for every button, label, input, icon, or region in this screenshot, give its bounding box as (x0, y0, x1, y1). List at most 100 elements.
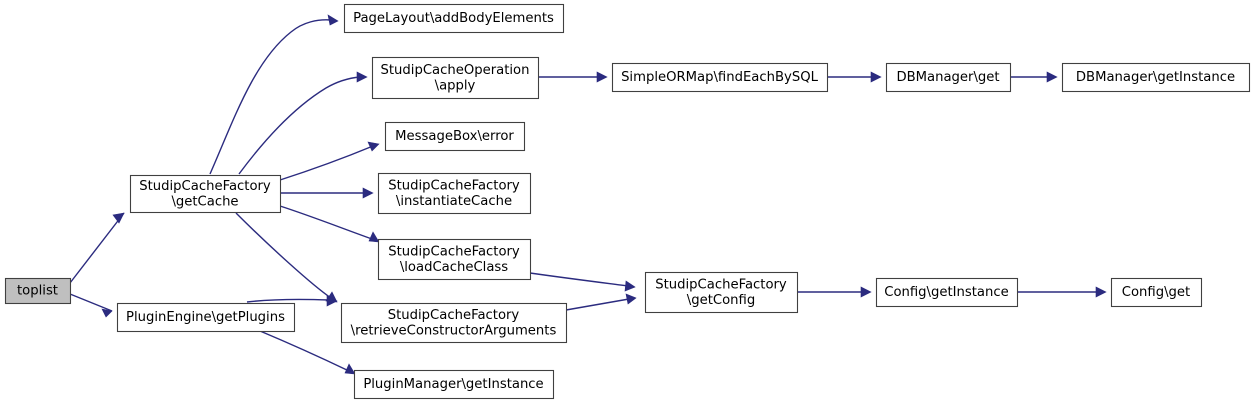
edge-loadCacheClass-getConfig (529, 272, 636, 292)
edge-line (529, 272, 629, 287)
arrowhead-icon (101, 308, 113, 318)
edge-getCache-addBodyElements (209, 14, 339, 175)
node-messageBoxError[interactable]: MessageBox\errorMessageBox\error (384, 121, 526, 152)
node-box[interactable] (377, 172, 532, 215)
node-label: \instantiateCache (396, 194, 512, 209)
edge-line (279, 145, 374, 181)
node-label: \getCache (171, 194, 238, 209)
arrowhead-icon (356, 71, 368, 83)
edge-line (259, 330, 350, 372)
edge-getCache-messageBoxError (279, 141, 380, 181)
node-dbManagerGet[interactable]: DBManager\getDBManager\get (885, 62, 1012, 93)
node-box[interactable] (340, 302, 568, 344)
edge-layer (69, 14, 1107, 375)
node-label: \loadCacheClass (400, 260, 508, 275)
node-label: StudipCacheFactory (388, 244, 520, 259)
edge-line (246, 298, 331, 303)
node-label: Config\getInstance (884, 285, 1009, 300)
node-label: toplist (17, 284, 58, 299)
node-label: DBManager\getInstance (1076, 70, 1235, 85)
node-addBodyElements[interactable]: PageLayout\addBodyElementsPageLayout\add… (343, 3, 565, 34)
arrowhead-icon (870, 71, 882, 83)
edge-getCache-loadCacheClass (279, 205, 380, 243)
node-box[interactable] (353, 369, 555, 400)
edge-getCache-apply (238, 71, 368, 175)
node-label: Config\get (1122, 285, 1190, 300)
node-box[interactable] (1110, 277, 1203, 308)
node-box[interactable] (116, 302, 296, 333)
node-pluginManagerGetInstance[interactable]: PluginManager\getInstancePluginManager\g… (353, 369, 555, 400)
edge-getPlugins-pluginManagerGetInstance (259, 330, 356, 375)
arrowhead-icon (368, 231, 380, 243)
node-layer: toplisttoplistStudipCacheFactory\getCach… (4, 3, 1251, 400)
node-box[interactable] (343, 3, 565, 34)
node-retrieveConstructorArguments[interactable]: StudipCacheFactory\retrieveConstructorAr… (340, 302, 568, 344)
node-getConfig[interactable]: StudipCacheFactory\getConfigStudipCacheF… (644, 271, 799, 314)
node-dbManagerGetInstance[interactable]: DBManager\getInstanceDBManager\getInstan… (1061, 62, 1251, 93)
edge-line (209, 19, 332, 175)
arrowhead-icon (327, 14, 339, 26)
edge-line (69, 212, 125, 284)
node-configGet[interactable]: Config\getConfig\get (1110, 277, 1203, 308)
edge-line (279, 205, 373, 240)
node-label: SimpleORMap\findEachBySQL (621, 70, 819, 85)
edge-line (69, 293, 113, 312)
node-label: StudipCacheFactory (139, 179, 271, 194)
node-box[interactable] (4, 277, 72, 305)
node-label: \apply (435, 78, 476, 93)
arrowhead-icon (624, 280, 636, 292)
node-label: MessageBox\error (395, 129, 514, 144)
node-box[interactable] (644, 271, 799, 314)
node-box[interactable] (611, 62, 829, 93)
node-box[interactable] (1061, 62, 1251, 93)
node-label: PluginEngine\getPlugins (126, 310, 285, 325)
arrowhead-icon (362, 187, 374, 199)
arrowhead-icon (112, 212, 125, 224)
node-box[interactable] (885, 62, 1012, 93)
edge-line (235, 212, 332, 299)
node-label: StudipCacheFactory (655, 277, 787, 292)
edge-toplist-getPlugins (69, 293, 113, 318)
arrowhead-icon (860, 286, 872, 298)
node-label: StudipCacheOperation (381, 63, 530, 78)
node-box[interactable] (371, 56, 540, 100)
arrowhead-icon (625, 293, 637, 305)
node-box[interactable] (377, 238, 532, 281)
node-findEachBySQL[interactable]: SimpleORMap\findEachBySQLSimpleORMap\fin… (611, 62, 829, 93)
arrowhead-icon (326, 295, 338, 307)
edge-line (238, 76, 361, 175)
edge-retrieveConstructorArguments-getConfig (565, 293, 637, 311)
node-label: StudipCacheFactory (388, 308, 520, 323)
edge-findEachBySQL-dbManagerGet (827, 71, 882, 83)
edge-dbManagerGet-dbManagerGetInstance (1010, 71, 1058, 83)
edge-toplist-getCache (69, 212, 125, 284)
edge-getPlugins-retrieveConstructorArguments (246, 295, 338, 307)
arrowhead-icon (596, 71, 608, 83)
edge-configGetInstance-configGet (1017, 286, 1107, 298)
node-label: PageLayout\addBodyElements (353, 11, 554, 26)
node-label: PluginManager\getInstance (363, 377, 543, 392)
edge-getCache-retrieveConstructorArguments (235, 212, 338, 303)
arrowhead-icon (367, 141, 380, 152)
edge-line (565, 298, 630, 311)
node-label: DBManager\get (896, 70, 999, 85)
arrowhead-icon (344, 363, 356, 375)
node-apply[interactable]: StudipCacheOperation\applyStudipCacheOpe… (371, 56, 540, 100)
node-label: StudipCacheFactory (388, 178, 520, 193)
node-box[interactable] (384, 121, 526, 152)
edge-apply-findEachBySQL (538, 71, 608, 83)
node-box[interactable] (875, 277, 1019, 308)
node-label: \getConfig (687, 293, 755, 308)
node-instantiateCache[interactable]: StudipCacheFactory\instantiateCacheStudi… (377, 172, 532, 215)
node-label: \retrieveConstructorArguments (351, 323, 557, 338)
node-getCache[interactable]: StudipCacheFactory\getCacheStudipCacheFa… (129, 174, 282, 214)
node-getPlugins[interactable]: PluginEngine\getPluginsPluginEngine\getP… (116, 302, 296, 333)
arrowhead-icon (1046, 71, 1058, 83)
arrowhead-icon (1095, 286, 1107, 298)
node-box[interactable] (129, 174, 282, 214)
node-loadCacheClass[interactable]: StudipCacheFactory\loadCacheClassStudipC… (377, 238, 532, 281)
node-toplist[interactable]: toplisttoplist (4, 277, 72, 305)
